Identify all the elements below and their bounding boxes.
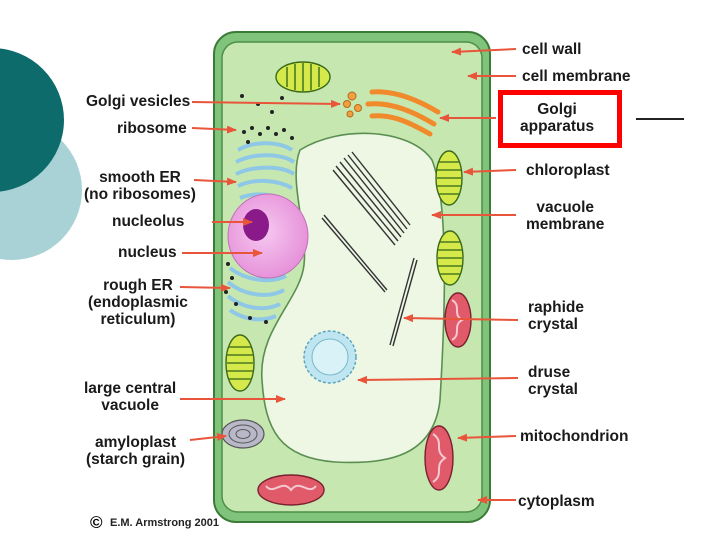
label-cytoplasm: cytoplasm <box>518 493 595 510</box>
copyright-symbol: © <box>90 513 103 533</box>
label-chloroplast: chloroplast <box>526 162 610 179</box>
highlight-box-golgi-apparatus <box>498 90 622 148</box>
credit-text: E.M. Armstrong 2001 <box>110 517 219 529</box>
chloroplast-left <box>226 335 254 391</box>
label-raphide-crystal: raphide crystal <box>528 299 584 333</box>
label-rough-er: rough ER (endoplasmic reticulum) <box>88 277 188 328</box>
druse-crystal <box>304 331 356 383</box>
label-vacuole-membrane: vacuole membrane <box>526 199 604 233</box>
mitochondrion-right-2 <box>425 426 453 490</box>
label-cell-wall: cell wall <box>522 41 581 58</box>
label-druse-crystal: druse crystal <box>528 364 578 398</box>
amyloplast <box>222 420 264 448</box>
label-mitochondrion: mitochondrion <box>520 428 629 445</box>
slide-decoration <box>0 48 82 260</box>
label-ribosome: ribosome <box>117 120 187 137</box>
nucleolus <box>243 209 269 241</box>
dash-line <box>636 118 684 120</box>
chloroplast-right-2 <box>437 231 463 285</box>
label-smooth-er: smooth ER (no ribosomes) <box>84 169 196 203</box>
nucleus <box>228 194 308 278</box>
label-golgi-vesicles: Golgi vesicles <box>86 93 190 110</box>
label-nucleus: nucleus <box>118 244 177 261</box>
label-amyloplast: amyloplast (starch grain) <box>86 434 185 468</box>
chloroplast-top <box>276 62 330 92</box>
label-large-central-vacuole: large central vacuole <box>84 380 176 414</box>
label-nucleolus: nucleolus <box>112 213 184 230</box>
label-cell-membrane: cell membrane <box>522 68 631 85</box>
chloroplast-right-1 <box>436 151 462 205</box>
mitochondrion-bottom <box>258 475 324 505</box>
